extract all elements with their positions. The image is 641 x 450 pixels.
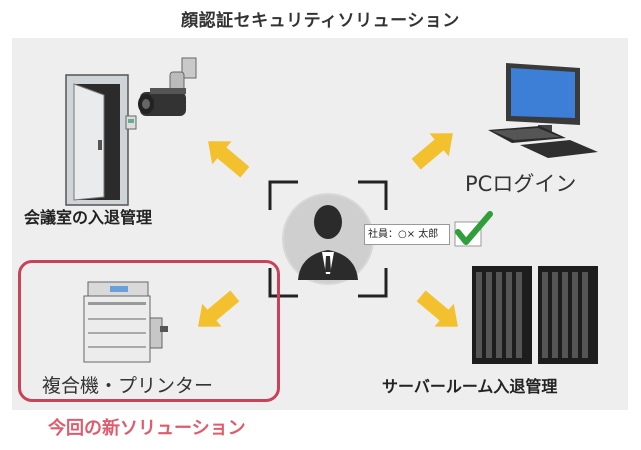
arrow-to-pc-login — [411, 133, 453, 170]
arrow-to-meeting-room — [208, 141, 250, 178]
new-solution-highlight-box — [18, 260, 280, 402]
face-recognition-icon — [268, 180, 388, 298]
printer-icon — [83, 281, 168, 363]
checkmark-icon — [454, 211, 493, 247]
label-printer: 複合機・プリンター — [42, 375, 214, 397]
label-server-room: サーバールーム入退管理 — [382, 377, 558, 396]
door-icon — [65, 74, 137, 206]
employee-id-badge: 社員：○× 太郎 — [364, 224, 450, 245]
new-solution-caption: 今回の新ソリューション — [48, 418, 246, 439]
server-rack-icon — [472, 266, 598, 364]
door-camera-illustration — [65, 57, 197, 206]
security-camera-icon — [138, 57, 197, 116]
label-meeting-room: 会議室の入退管理 — [24, 208, 153, 227]
label-pc-login: PCログイン — [465, 172, 577, 196]
arrow-to-server-room — [416, 290, 458, 327]
arrow-to-printer — [198, 290, 240, 327]
diagram-title: 顔認証セキュリティソリューション — [181, 11, 460, 31]
pc-monitor-icon — [488, 63, 598, 158]
